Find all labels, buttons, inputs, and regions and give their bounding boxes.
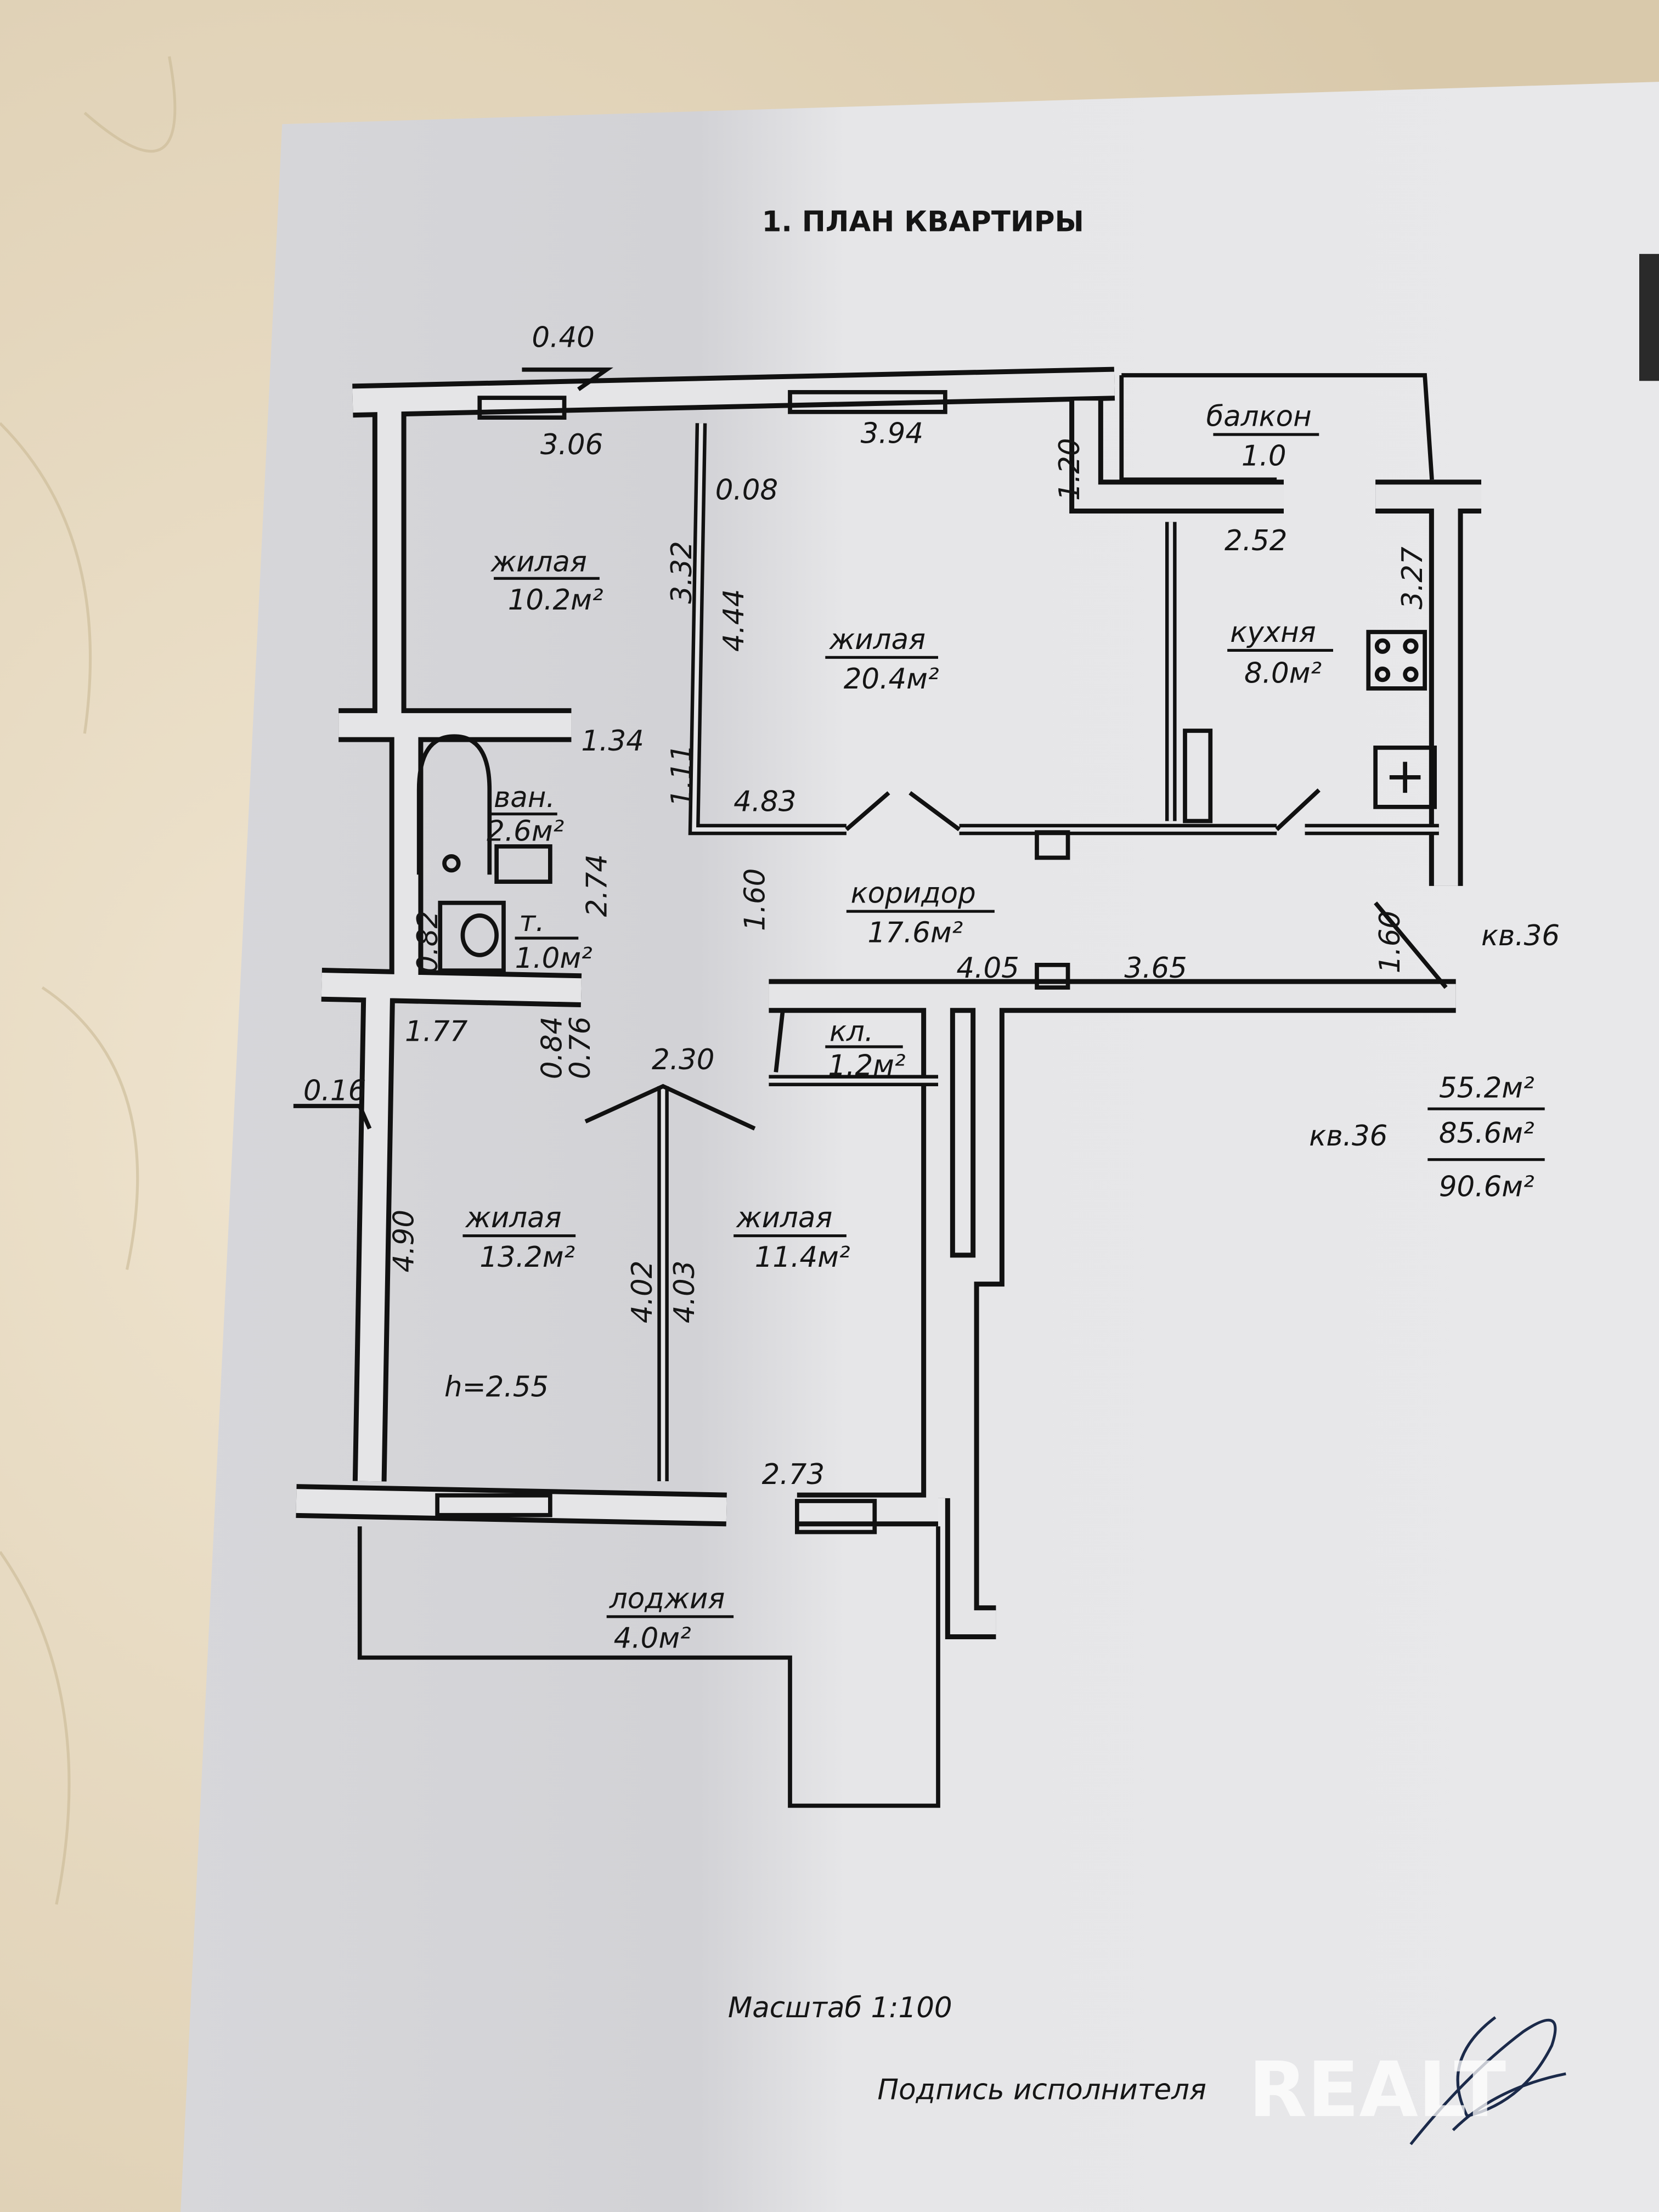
total-area: 85.6м²	[1439, 1117, 1534, 1150]
dim: 0.40	[532, 321, 594, 354]
dim: 1.11	[665, 744, 698, 806]
svg-text:коридор: коридор	[851, 877, 976, 910]
svg-text:т.: т.	[519, 905, 544, 938]
dim: 4.90	[387, 1210, 420, 1272]
apartment-label: кв.36	[1309, 1120, 1387, 1153]
toilet-icon	[438, 900, 506, 973]
dim: 1.34	[581, 725, 644, 758]
dim: 3.27	[1396, 546, 1429, 610]
svg-text:кл.: кл.	[830, 1015, 873, 1048]
plan-title: 1. ПЛАН КВАРТИРЫ	[762, 206, 1084, 239]
svg-text:балкон: балкон	[1206, 400, 1312, 433]
realt-watermark: REALT	[1249, 2045, 1506, 2134]
dim: 0.16	[303, 1075, 366, 1108]
marble-veins	[0, 56, 177, 1905]
living-area: 55.2м²	[1439, 1072, 1534, 1105]
dim: 3.65	[1124, 952, 1187, 985]
dim: 1.20	[1053, 438, 1086, 500]
svg-text:10.2м²: 10.2м²	[508, 584, 603, 617]
svg-text:1.2м²: 1.2м²	[828, 1049, 905, 1082]
dim: 0.82	[411, 911, 444, 973]
room-bath: ван. 2.6м²	[487, 781, 564, 848]
room-loggia: лоджия 4.0м²	[606, 1582, 734, 1655]
svg-text:13.2м²: 13.2м²	[479, 1241, 575, 1274]
bathtub-icon	[416, 734, 552, 884]
dim: 4.44	[718, 589, 751, 652]
dim: 1.77	[405, 1015, 468, 1048]
svg-text:ван.: ван.	[494, 781, 555, 814]
kitchen-stove-icon	[1366, 630, 1427, 691]
partitions	[293, 367, 1448, 1808]
apartment-summary: кв.36 кв.36 55.2м² 85.6м² 90.6м²	[1309, 919, 1560, 1204]
dim: 4.83	[733, 786, 796, 819]
room-toilet: т. 1.0м²	[515, 905, 592, 975]
dim: 4.02	[626, 1261, 659, 1323]
apartment-label-top: кв.36	[1481, 919, 1560, 952]
room-living-4: жилая 11.4м²	[733, 1201, 850, 1274]
dim: 0.08	[715, 473, 778, 506]
total-area-with-balconies: 90.6м²	[1439, 1171, 1534, 1204]
dim: 0.76	[564, 1017, 597, 1079]
dim: 3.06	[540, 428, 603, 461]
svg-text:жилая: жилая	[736, 1201, 832, 1234]
dim: 1.60	[739, 868, 772, 931]
svg-text:8.0м²: 8.0м²	[1244, 657, 1322, 690]
svg-text:лоджия: лоджия	[609, 1582, 725, 1615]
windows	[435, 390, 947, 1534]
svg-text:1.0: 1.0	[1242, 440, 1286, 473]
kitchen-sink-icon	[1373, 746, 1437, 809]
dim: 2.30	[652, 1043, 714, 1076]
paper-sheet	[180, 82, 1659, 2212]
dim: 3.94	[861, 417, 923, 450]
room-living-1: жилая 10.2м²	[490, 545, 603, 616]
dim: 3.32	[665, 541, 698, 603]
signature-label: Подпись исполнителя	[877, 2073, 1206, 2106]
dim: 2.73	[762, 1458, 825, 1491]
room-living-3: жилая 13.2м²	[462, 1201, 576, 1274]
dim: 4.03	[668, 1261, 701, 1323]
svg-text:11.4м²: 11.4м²	[755, 1241, 850, 1274]
dim: h=2.55	[444, 1371, 549, 1404]
outer-walls	[296, 366, 1481, 1639]
room-balcony: балкон 1.0	[1206, 400, 1319, 473]
room-corridor: коридор 17.6м²	[846, 877, 995, 950]
dim: 2.74	[581, 854, 614, 917]
room-living-2: жилая 20.4м²	[825, 623, 939, 696]
signature	[1409, 2016, 1566, 2146]
room-kitchen: кухня 8.0м²	[1227, 616, 1333, 690]
dim: 0.84	[535, 1017, 568, 1079]
svg-text:20.4м²: 20.4м²	[844, 663, 939, 696]
svg-text:жилая: жилая	[829, 623, 926, 656]
svg-text:кухня: кухня	[1230, 616, 1316, 649]
svg-text:17.6м²: 17.6м²	[867, 917, 963, 950]
dim: 4.05	[956, 952, 1019, 985]
dim: 1.60	[1374, 911, 1407, 973]
scale-label: Масштаб 1:100	[728, 1991, 952, 2024]
dimension-labels: 0.40 3.06 3.94 1.20 0.08 3.32 4.44 2.52 …	[303, 321, 1429, 1492]
room-closet: кл. 1.2м²	[825, 1015, 906, 1082]
svg-text:4.0м²: 4.0м²	[614, 1622, 691, 1655]
dim: 2.52	[1224, 524, 1287, 557]
svg-text:жилая: жилая	[490, 545, 587, 578]
svg-text:1.0м²: 1.0м²	[515, 942, 592, 975]
svg-text:жилая: жилая	[465, 1201, 562, 1234]
right-dark-edge	[1639, 253, 1659, 381]
svg-text:2.6м²: 2.6м²	[487, 815, 564, 848]
